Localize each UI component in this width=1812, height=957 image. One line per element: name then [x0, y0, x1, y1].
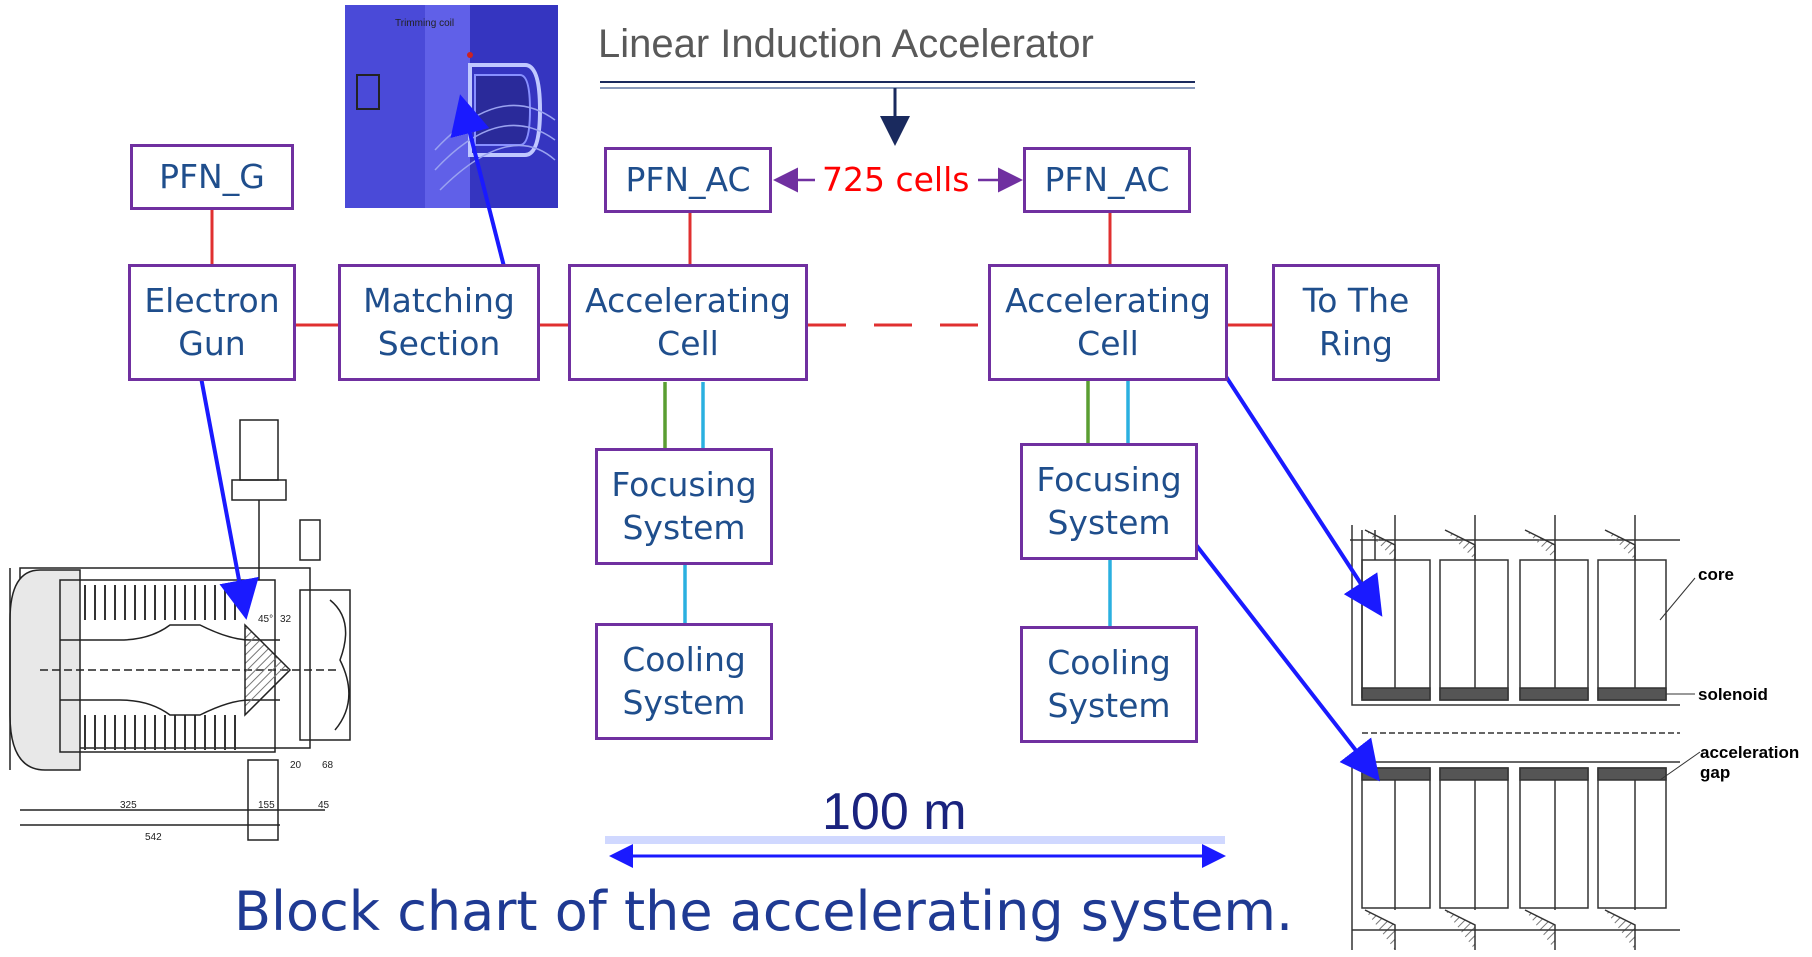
accelerating-cell-block-1: Accelerating Cell: [568, 264, 808, 381]
to-the-ring-block: To The Ring: [1272, 264, 1440, 381]
coil-label: Trimming coil: [395, 18, 454, 29]
focusing-system-2-line2: System: [1047, 502, 1171, 542]
electron-gun-drawing: [9, 419, 351, 841]
pfn-ac-label-1: PFN_AC: [625, 159, 751, 199]
gun-dim-6: 68: [322, 760, 334, 771]
trimming-coil-image: Trimming coil: [345, 5, 558, 208]
cooling-system-block-2: Cooling System: [1020, 626, 1198, 743]
to-the-ring-line2: Ring: [1319, 323, 1393, 363]
cell-cross-section-drawing: [1350, 515, 1701, 950]
pfn-ac-block-1: PFN_AC: [604, 147, 772, 213]
focus-cool-links: [663, 380, 1130, 628]
figure-caption: Block chart of the accelerating system.: [234, 880, 1294, 943]
accelerating-cell-2-line1: Accelerating: [1005, 281, 1211, 321]
electron-gun-block: Electron Gun: [128, 264, 296, 381]
gun-dim-1: 325: [120, 800, 137, 811]
solenoid-label: solenoid: [1698, 685, 1768, 704]
accelerating-cell-1-line2: Cell: [657, 323, 719, 363]
focusing-system-block-1: Focusing System: [595, 448, 773, 565]
pointer-arrows: [198, 94, 1383, 782]
cooling-system-1-line2: System: [622, 682, 746, 722]
gun-dim-3: 155: [258, 800, 275, 811]
pfn-g-label: PFN_G: [159, 156, 265, 196]
accelerating-cell-1-line1: Accelerating: [585, 281, 791, 321]
cells-count-label: 725 cells: [822, 160, 970, 199]
cooling-system-block-1: Cooling System: [595, 623, 773, 740]
core-label: core: [1698, 565, 1734, 584]
accelerating-cell-2-line2: Cell: [1077, 323, 1139, 363]
to-the-ring-line1: To The: [1302, 281, 1410, 321]
electron-gun-line2: Gun: [178, 323, 246, 363]
matching-section-line1: Matching: [363, 281, 515, 321]
cooling-system-2-line1: Cooling: [1047, 643, 1171, 683]
accelerating-cell-block-2: Accelerating Cell: [988, 264, 1228, 381]
title-underline: [600, 81, 1195, 89]
gun-dim-8: 32: [280, 614, 292, 625]
pfn-g-block: PFN_G: [130, 144, 294, 210]
matching-section-block: Matching Section: [338, 264, 540, 381]
focusing-system-block-2: Focusing System: [1020, 443, 1198, 560]
scale-label: 100 m: [822, 783, 967, 841]
diagram-title: Linear Induction Accelerator: [598, 22, 1094, 66]
cooling-system-1-line1: Cooling: [622, 640, 746, 680]
gun-dim-2: 542: [145, 832, 162, 843]
focusing-system-2-line1: Focusing: [1036, 460, 1182, 500]
matching-section-line2: Section: [377, 323, 501, 363]
focusing-system-1-line2: System: [622, 507, 746, 547]
gap-label-line2: gap: [1700, 763, 1730, 782]
electron-gun-line1: Electron: [144, 281, 280, 321]
scale-arrow: [605, 836, 1226, 868]
gun-dim-5: 20: [290, 760, 302, 771]
gap-label-line1: acceleration: [1700, 743, 1799, 762]
focusing-system-1-line1: Focusing: [611, 465, 757, 505]
gun-dim-4: 45: [318, 800, 330, 811]
red-links: [210, 210, 1272, 327]
pfn-ac-label-2: PFN_AC: [1044, 159, 1170, 199]
pfn-ac-block-2: PFN_AC: [1023, 147, 1191, 213]
cooling-system-2-line2: System: [1047, 685, 1171, 725]
gun-dim-7: 45°: [258, 614, 273, 625]
